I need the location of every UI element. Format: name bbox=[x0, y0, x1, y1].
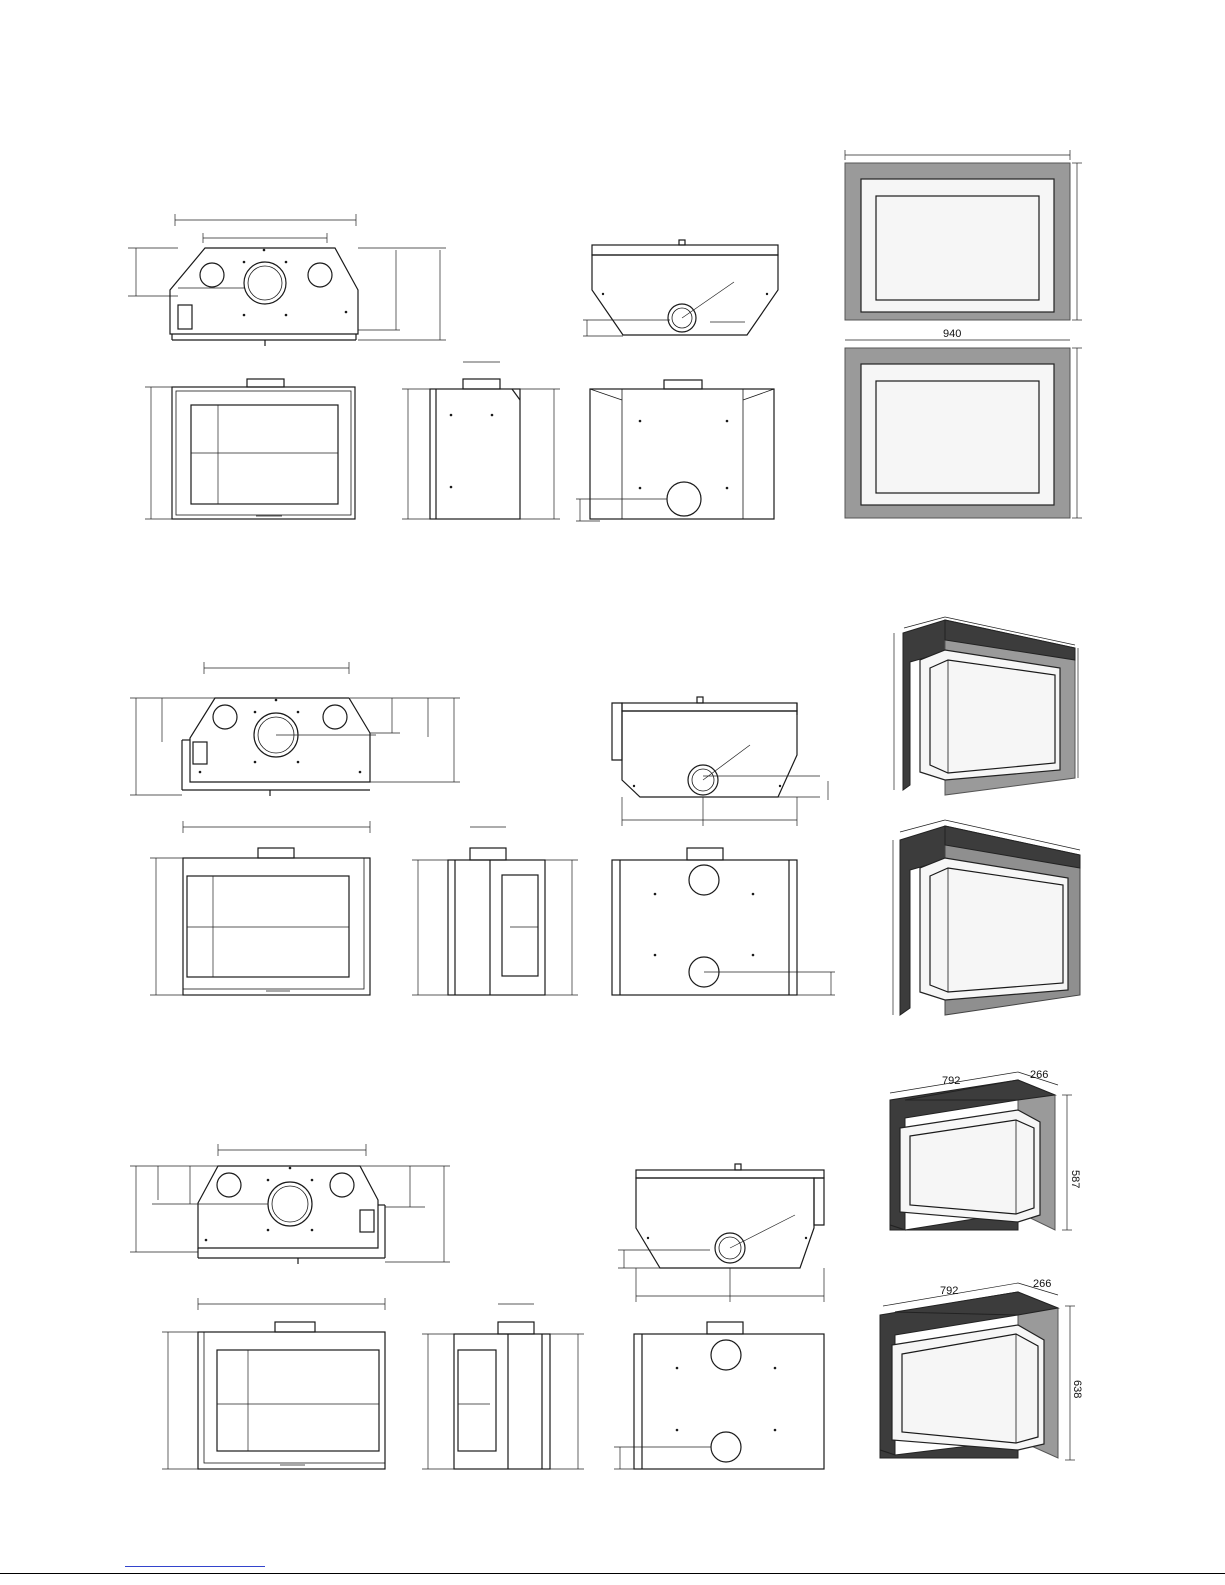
row3-back-view bbox=[614, 1322, 824, 1469]
dim-width-label-top: 792 bbox=[942, 1075, 960, 1087]
row1-side-top-view bbox=[583, 240, 778, 336]
dim-height-label-top: 587 bbox=[1069, 1170, 1081, 1188]
row3-front-view bbox=[162, 1298, 385, 1469]
row3-side-view bbox=[422, 1304, 584, 1469]
row2-side-top-view bbox=[612, 697, 828, 826]
frame-width-label: 940 bbox=[943, 328, 961, 340]
footer-link-underline bbox=[125, 1566, 265, 1567]
row2-frame-render-top bbox=[894, 617, 1078, 795]
row1-front-view bbox=[145, 379, 355, 519]
dim-height-label-bottom: 638 bbox=[1071, 1380, 1083, 1398]
row3-frame-render-bottom: 792 266 638 bbox=[880, 1278, 1083, 1460]
row2-front-view bbox=[150, 821, 370, 995]
row2-back-view bbox=[612, 848, 835, 995]
row1-frame-render-bottom bbox=[845, 340, 1082, 518]
row1-top-view bbox=[128, 214, 446, 346]
dim-depth-label-bottom: 266 bbox=[1033, 1278, 1051, 1290]
row2-top-view bbox=[130, 662, 460, 796]
row3-frame-render-top: 792 266 587 bbox=[890, 1069, 1081, 1230]
row2-side-view bbox=[412, 827, 578, 995]
row3-side-top-view bbox=[618, 1164, 824, 1302]
dim-width-label-bottom: 792 bbox=[940, 1285, 958, 1297]
dim-depth-label-top: 266 bbox=[1030, 1069, 1048, 1081]
row3-top-view bbox=[130, 1144, 450, 1264]
row1-side-view bbox=[402, 362, 560, 519]
row1-back-view bbox=[576, 380, 774, 521]
row2-frame-render-bottom bbox=[893, 820, 1080, 1015]
row1-frame-render-top: 940 bbox=[845, 150, 1082, 340]
page-footer-rule bbox=[0, 1573, 1225, 1574]
